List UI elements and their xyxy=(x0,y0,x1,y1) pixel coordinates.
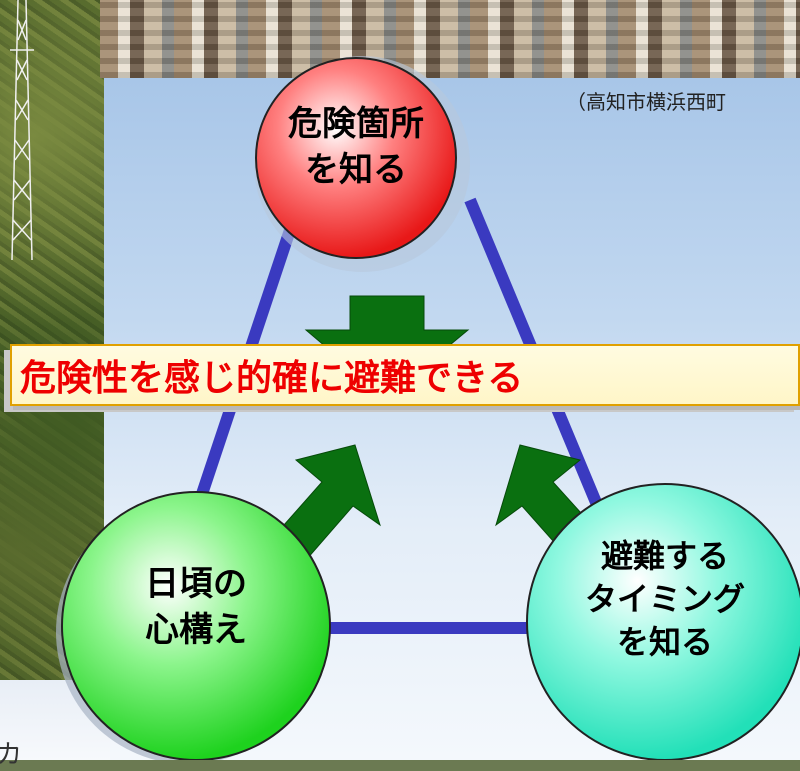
circle-top xyxy=(255,57,457,259)
circle-right xyxy=(526,483,800,760)
circle-left xyxy=(61,491,331,760)
location-caption: （高知市横浜西町 xyxy=(566,90,726,114)
transmission-tower-icon xyxy=(10,0,34,260)
circle-right-line1: 避難する xyxy=(600,537,729,575)
circle-top-line2: を知る xyxy=(305,149,407,190)
circle-left-line1: 日頃の xyxy=(145,564,247,604)
central-banner: 危険性を感じ的確に避難できる xyxy=(10,344,800,406)
banner-text: 危険性を感じ的確に避難できる xyxy=(20,358,524,399)
circle-left-label: 日頃の 心構え xyxy=(96,562,296,654)
circle-left-line2: 心構え xyxy=(145,609,247,650)
circle-right-label: 避難する タイミング を知る xyxy=(545,535,785,665)
circle-top-label: 危険箇所 を知る xyxy=(256,102,456,194)
circle-right-line3: を知る xyxy=(616,623,713,662)
circle-top-line1: 危険箇所 xyxy=(288,104,424,144)
town-photo xyxy=(100,0,800,78)
circle-right-line2: タイミング xyxy=(584,580,745,619)
